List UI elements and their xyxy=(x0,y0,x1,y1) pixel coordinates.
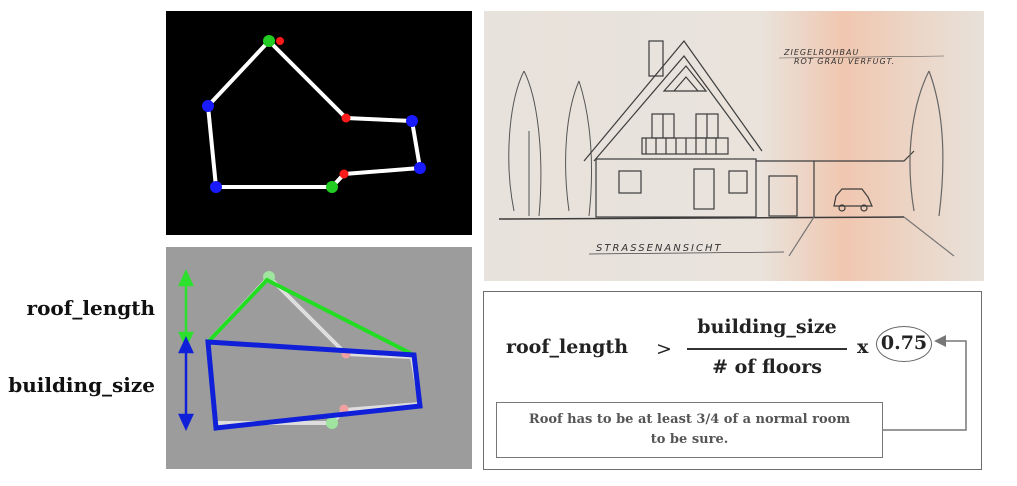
wireframe-panel xyxy=(166,11,472,235)
roof-length-label: roof_length xyxy=(26,296,155,320)
formula-denominator: # of floors xyxy=(712,356,822,378)
formula-box: roof_length > building_size # of floors … xyxy=(483,291,982,470)
formula-operator: > xyxy=(656,338,672,360)
sketch-note-line1: ZIEGELROHBAU xyxy=(783,48,859,57)
wireframe-drawing xyxy=(202,35,426,193)
fraction-bar xyxy=(687,348,847,350)
sketch-caption: STRASSENANSICHT xyxy=(596,243,723,254)
building-outline xyxy=(205,339,423,431)
fitted-shape-panel xyxy=(166,247,472,469)
formula-factor: 0.75 xyxy=(876,326,932,362)
roof-outline xyxy=(206,278,416,357)
formula-numerator: building_size xyxy=(697,316,837,338)
sketch-note-line2: ROT GRAU VERFUGT. xyxy=(794,57,895,66)
fitted-shape-drawing xyxy=(178,269,423,431)
house-sketch: ZIEGELROHBAU ROT GRAU VERFUGT. STRASSENA… xyxy=(498,40,955,257)
roof-arrow xyxy=(178,269,194,349)
building-size-label: building_size xyxy=(8,373,155,397)
explanation-note: Roof has to be at least 3/4 of a normal … xyxy=(496,402,883,458)
formula-lhs: roof_length xyxy=(506,336,629,358)
building-arrow xyxy=(178,336,194,431)
formula-times: x xyxy=(857,336,869,358)
house-sketch-image: ZIEGELROHBAU ROT GRAU VERFUGT. STRASSENA… xyxy=(484,11,984,281)
